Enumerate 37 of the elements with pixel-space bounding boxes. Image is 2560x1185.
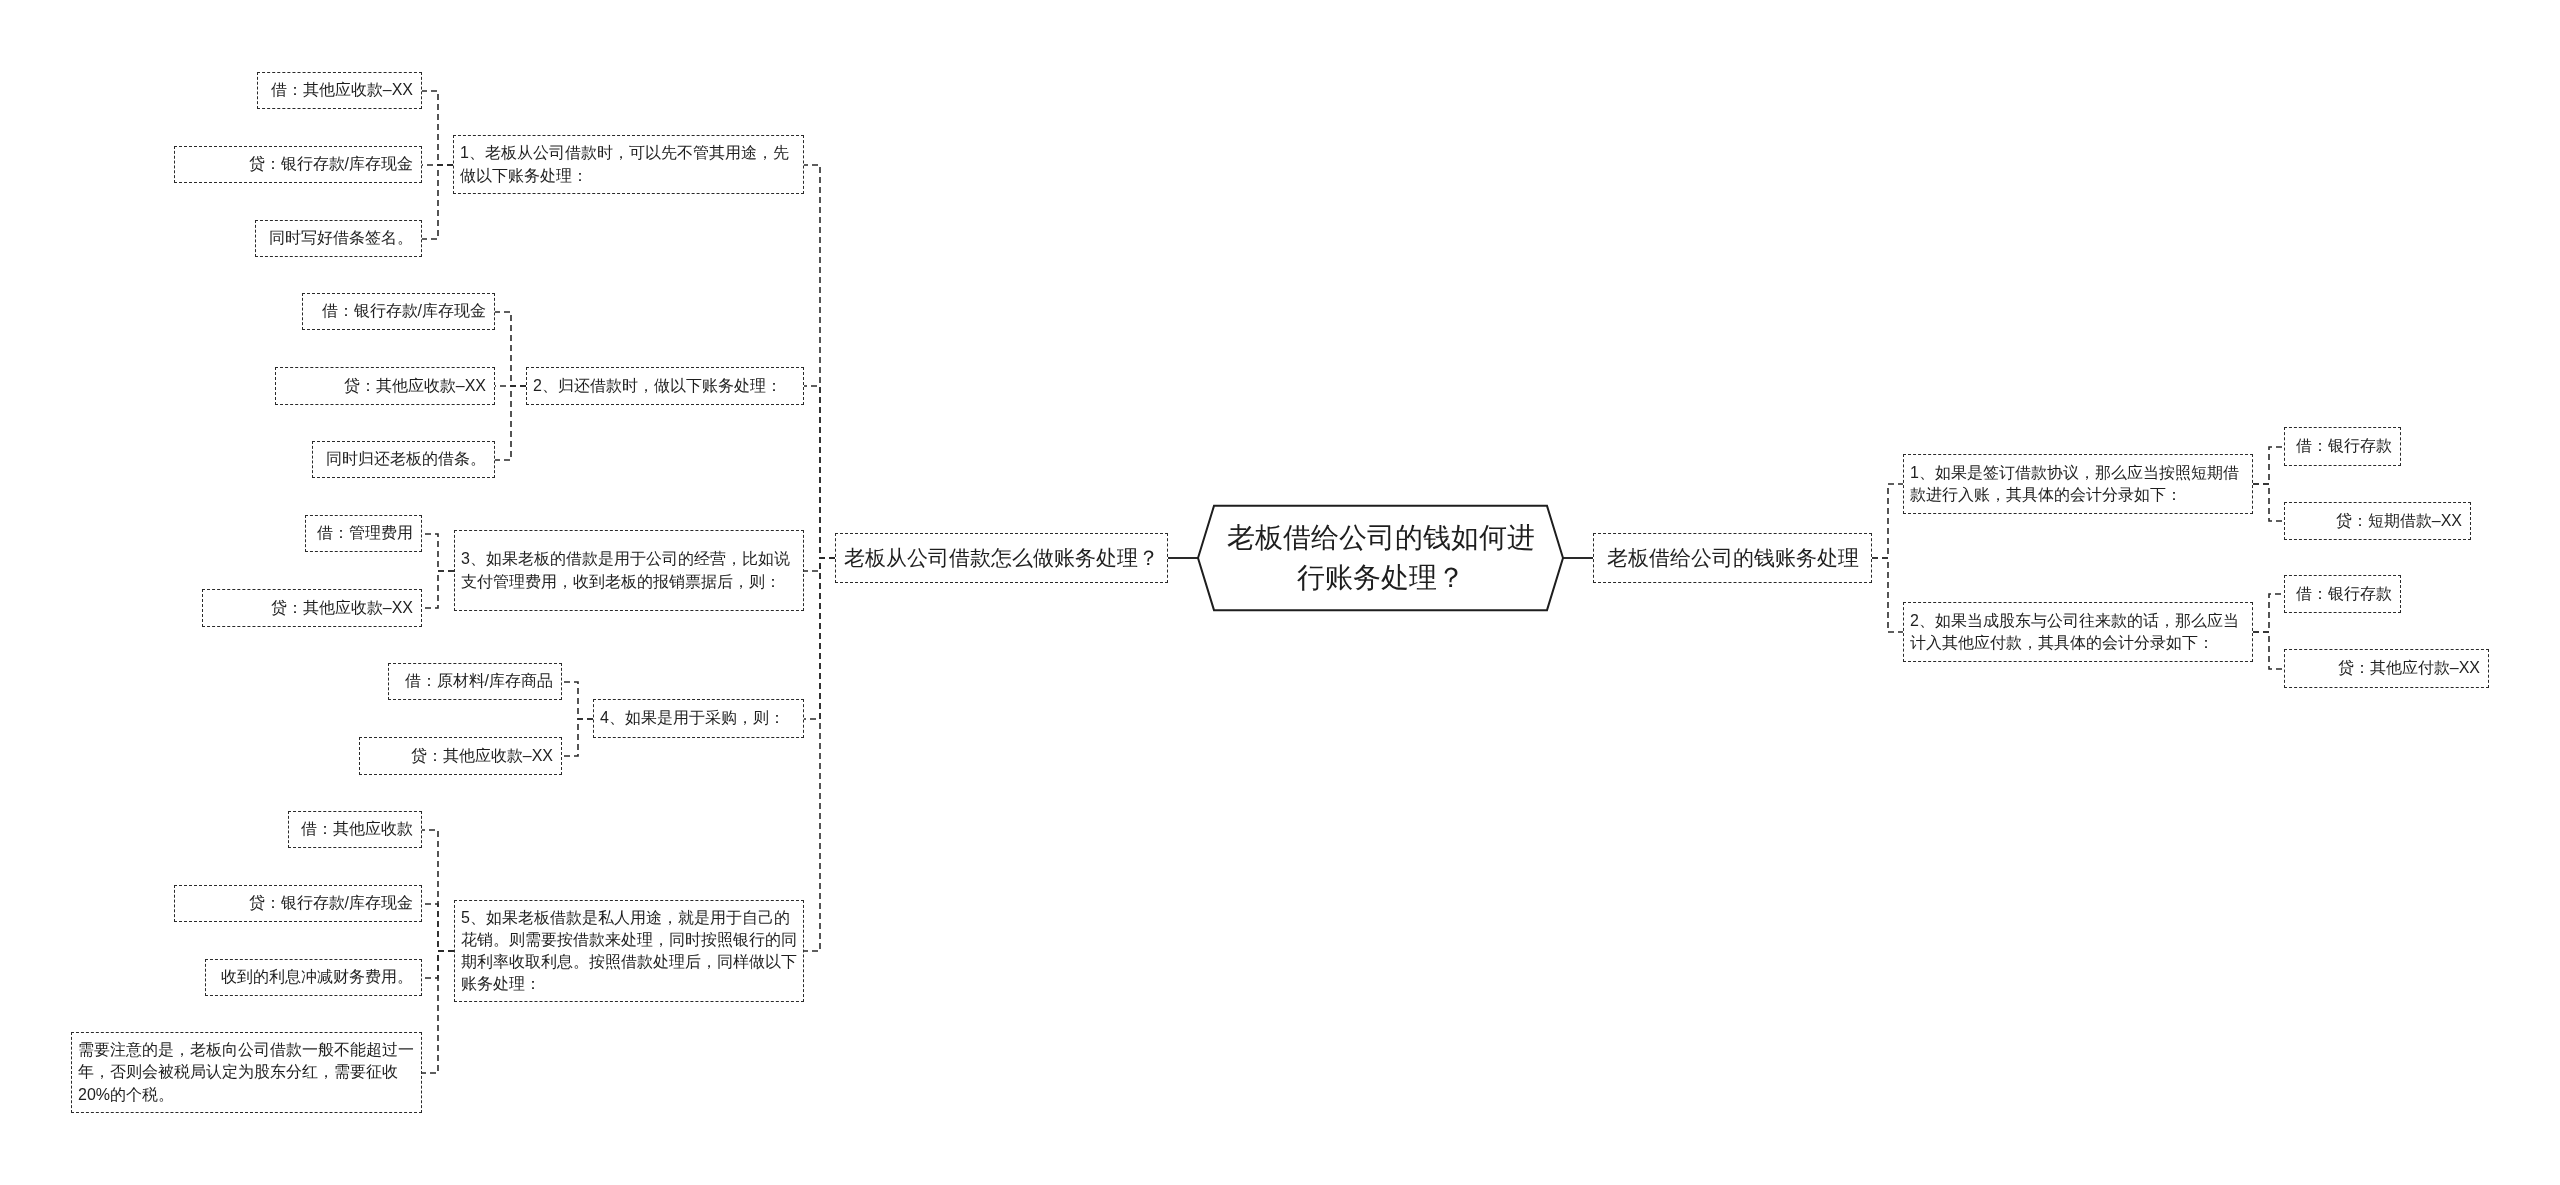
entry-box: 借：银行存款 [2284,575,2401,613]
step-box: 5、如果老板借款是私人用途，就是用于自己的花销。则需要按借款来处理，同时按照银行的同期利率收取利息。按照借款处理后，同样做以下账务处理： [454,900,804,1002]
entry-box: 贷：其他应付款–XX [2284,649,2489,688]
step-box: 3、如果老板的借款是用于公司的经营，比如说支付管理费用，收到老板的报销票据后，则： [454,530,804,611]
note-box: 需要注意的是，老板向公司借款一般不能超过一年，否则会被税局认定为股东分红，需要征收20%的个税。 [71,1032,422,1113]
connector-line [494,385,527,461]
topic-box: 老板借给公司的钱账务处理 [1593,533,1872,583]
entry-box: 借：管理费用 [305,515,422,552]
topic-box: 老板从公司借款怎么做账务处理？ [835,533,1168,583]
entry-box: 贷：银行存款/库存现金 [174,146,422,183]
step-box: 4、如果是用于采购，则： [593,699,804,738]
entry-box: 同时归还老板的借条。 [312,441,495,478]
entry-box: 贷：其他应收款–XX [275,367,495,405]
connector-line [2252,631,2285,670]
connector-line [421,950,455,1074]
step-box: 2、归还借款时，做以下账务处理： [526,367,804,405]
step-box: 1、老板从公司借款时，可以先不管其用途，先做以下账务处理： [453,135,804,194]
entry-box: 贷：短期借款–XX [2284,502,2471,540]
connector-line [1562,557,1594,559]
connector-line [1871,557,1904,633]
entry-box: 借：其他应收款–XX [257,72,422,109]
entry-box: 借：银行存款 [2284,427,2401,466]
connector-line [2252,483,2285,522]
central-topic-hexagon: 老板借给公司的钱如何进行账务处理？ [1198,505,1563,611]
step-box: 1、如果是签订借款协议，那么应当按照短期借款进行入账，其具体的会计分录如下： [1903,454,2253,514]
entry-box: 借：其他应收款 [288,811,422,848]
connector-line [561,718,594,757]
step-box: 2、如果当成股东与公司往来款的话，那么应当计入其他应付款，其具体的会计分录如下： [1903,602,2253,662]
entry-box: 同时写好借条签名。 [255,220,422,257]
entry-box: 收到的利息冲减财务费用。 [205,959,422,996]
connector-line [1167,557,1199,559]
connector-line [421,164,454,240]
entry-box: 贷：其他应收款–XX [202,589,422,627]
entry-box: 借：银行存款/库存现金 [302,293,495,330]
entry-box: 贷：银行存款/库存现金 [174,885,422,922]
entry-box: 借：原材料/库存商品 [388,663,562,700]
entry-box: 贷：其他应收款–XX [359,737,562,775]
